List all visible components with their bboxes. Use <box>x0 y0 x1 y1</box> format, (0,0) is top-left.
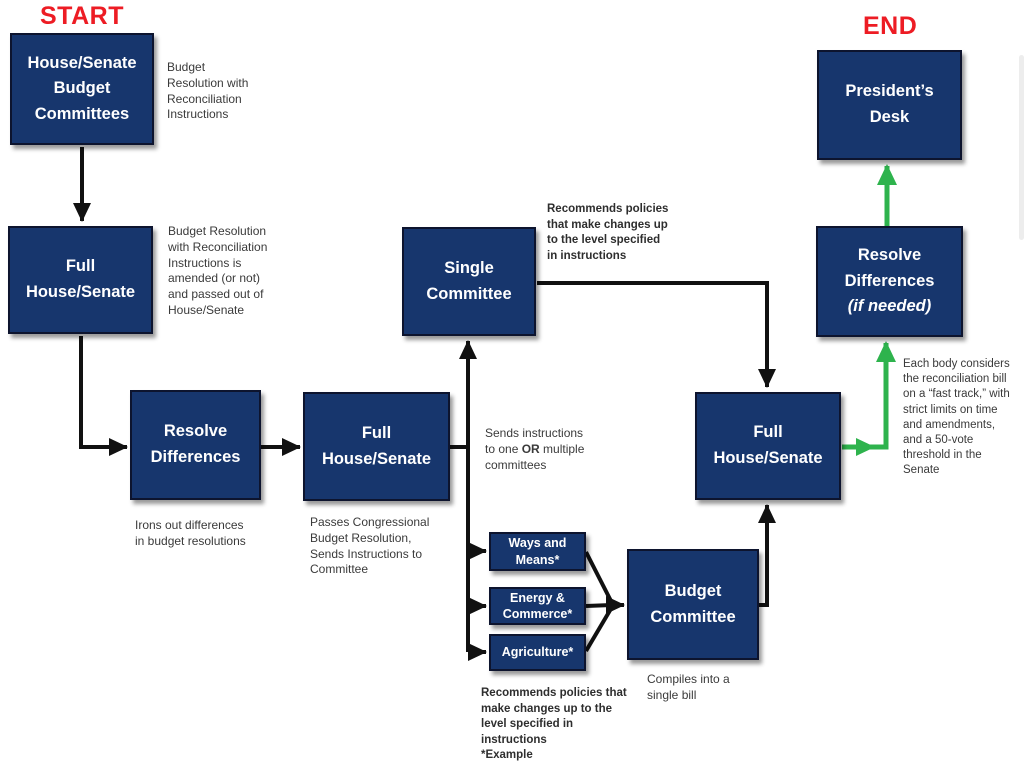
green-mid-arrowhead <box>856 438 875 456</box>
arrow-single-committee-to-full3 <box>537 281 776 388</box>
node-label: Resolve Differences <box>844 246 935 290</box>
node-house-senate-budget-committees: House/Senate Budget Committees <box>10 33 154 145</box>
note-sends-instructions: Sends instructions to one OR multiple co… <box>485 426 637 473</box>
connector-agriculture-out <box>584 605 614 653</box>
arrow-full3-to-resolve-if-needed <box>842 341 896 450</box>
arrow-budget-committee-to-full3 <box>758 504 776 607</box>
scrollbar-artifact <box>1019 55 1024 240</box>
connector-energy-commerce-out <box>585 603 613 608</box>
note-budget-resolution: Budget Resolution with Reconciliation In… <box>167 60 249 122</box>
node-full-house-senate-2: Full House/Senate <box>303 392 450 501</box>
arrow-full-to-resolve <box>79 336 128 456</box>
note-text: multiple committees <box>485 441 585 472</box>
node-presidents-desk: President’s Desk <box>817 50 962 160</box>
node-single-committee: Single Committee <box>402 227 536 336</box>
node-resolve-differences: Resolve Differences <box>130 390 261 500</box>
node-budget-committee: Budget Committee <box>627 549 759 660</box>
note-recommends-policies-bottom: Recommends policies that make changes up… <box>481 687 627 746</box>
node-full-house-senate-3: Full House/Senate <box>695 392 841 500</box>
note-passes-resolution: Passes Congressional Budget Resolution, … <box>310 515 430 577</box>
note-text-bold: OR <box>521 441 540 456</box>
note-each-body-considers: Each body considers the reconciliation b… <box>903 358 1010 477</box>
note-amended: Budget Resolution with Reconciliation In… <box>168 224 268 318</box>
node-ways-and-means: Ways and Means* <box>489 532 586 571</box>
note-recommends-policies-top: Recommends policies that make changes up… <box>547 203 669 262</box>
connector-ways-means-out <box>584 551 614 604</box>
note-compiles: Compiles into a single bill <box>647 672 730 702</box>
node-resolve-differences-if-needed: Resolve Differences (if needed) <box>816 226 963 337</box>
start-label: START <box>40 2 124 30</box>
note-example: *Example <box>481 749 533 761</box>
node-energy-commerce: Energy & Commerce* <box>489 587 586 625</box>
node-sublabel: (if needed) <box>847 297 932 316</box>
node-full-house-senate-1: Full House/Senate <box>8 226 153 334</box>
node-agriculture: Agriculture* <box>489 634 586 671</box>
note-text: Sends instructions to one <box>485 426 584 456</box>
end-label: END <box>863 12 918 40</box>
note-irons-out: Irons out differences in budget resoluti… <box>135 518 246 548</box>
